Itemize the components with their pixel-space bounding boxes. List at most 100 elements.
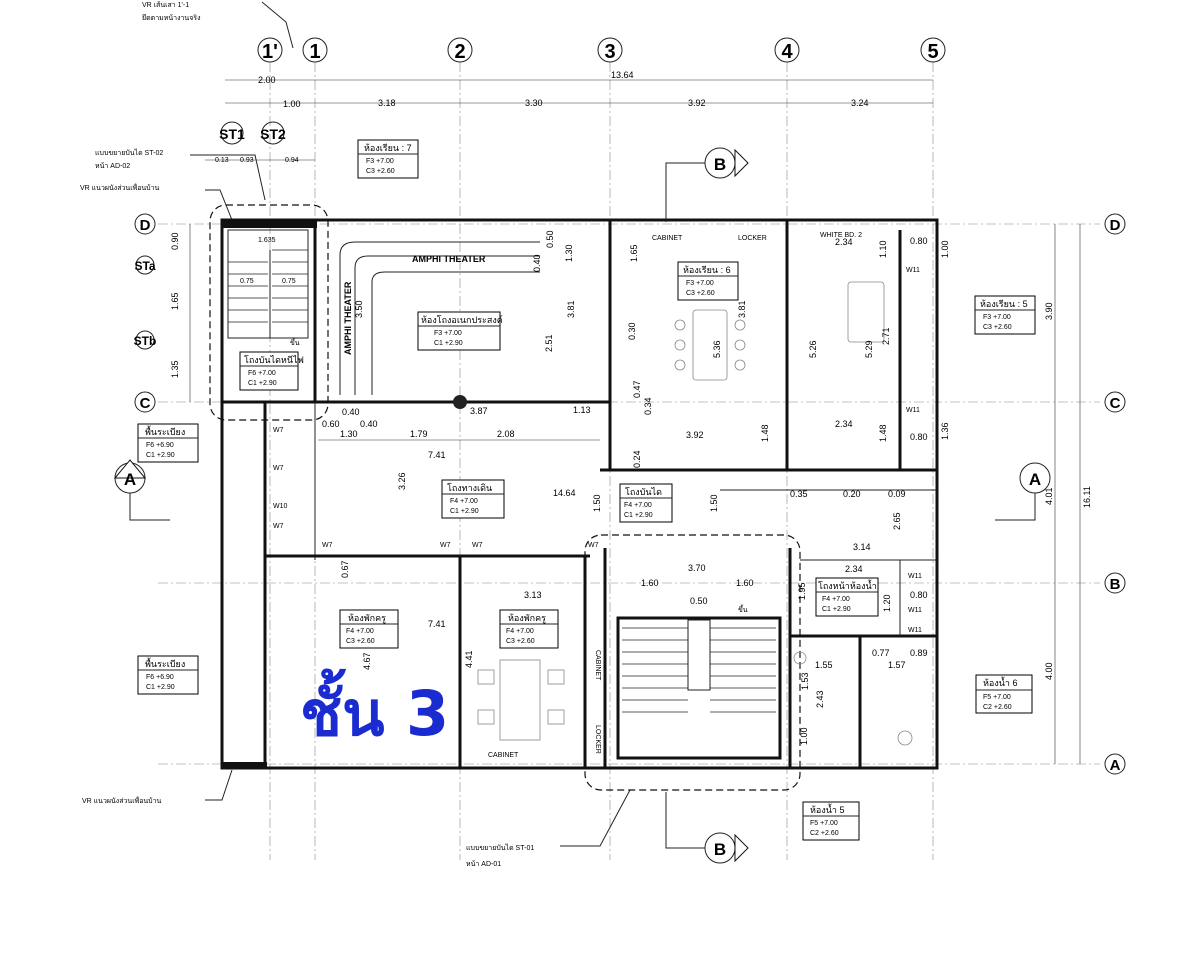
grid-bubble-1prime: 1' <box>257 37 283 63</box>
stair-tag-st2: ST2 <box>260 121 286 145</box>
svg-text:หน้า AD-02: หน้า AD-02 <box>95 162 130 170</box>
svg-text:ST1: ST1 <box>219 126 245 142</box>
svg-text:1.79: 1.79 <box>410 429 428 439</box>
svg-text:C1 +2.90: C1 +2.90 <box>434 340 463 347</box>
interior-dimensions: 3.50 0.40 0.60 1.30 0.40 3.87 1.79 2.08 … <box>318 230 950 745</box>
room-tag-restroom-5: ห้องน้ำ 5 F5 +7.00 C2 +2.60 <box>802 801 860 841</box>
svg-text:D: D <box>1110 217 1121 234</box>
grid-bubble-D-left: D <box>134 213 156 235</box>
grid-bubbles-rows: D C D C B A <box>134 213 1126 775</box>
svg-text:D: D <box>140 217 151 234</box>
svg-text:14.64: 14.64 <box>553 488 576 498</box>
svg-text:0.60: 0.60 <box>322 419 340 429</box>
section-mark-A-right: A <box>995 462 1051 521</box>
grid-bubbles-top: 1' 1 2 3 4 5 <box>257 37 946 63</box>
svg-text:AMPHI THEATER: AMPHI THEATER <box>343 281 353 355</box>
svg-text:1.48: 1.48 <box>760 424 770 442</box>
section-mark-A-left: A <box>113 459 170 521</box>
svg-text:2.34: 2.34 <box>835 419 853 429</box>
svg-text:W11: W11 <box>906 267 920 274</box>
svg-text:1.36: 1.36 <box>940 422 950 440</box>
svg-text:3.18: 3.18 <box>378 98 396 108</box>
svg-text:1.30: 1.30 <box>564 244 574 262</box>
svg-text:0.80: 0.80 <box>910 590 928 600</box>
svg-text:C1 +2.90: C1 +2.90 <box>450 508 479 515</box>
svg-text:1.57: 1.57 <box>888 660 906 670</box>
top-note-line2: ยึดตามหน้างานจริง <box>142 13 200 22</box>
stair-tag-st1: ST1 <box>219 121 245 145</box>
svg-text:0.20: 0.20 <box>843 489 861 499</box>
svg-text:W11: W11 <box>906 407 920 414</box>
svg-text:0.90: 0.90 <box>170 232 180 250</box>
grid-bubble-3: 3 <box>597 37 623 63</box>
svg-text:1.95: 1.95 <box>797 582 807 600</box>
svg-text:ห้องเรียน : 7: ห้องเรียน : 7 <box>364 143 412 153</box>
svg-text:C1 +2.90: C1 +2.90 <box>248 380 277 387</box>
svg-text:1.00: 1.00 <box>940 240 950 258</box>
stair-tag-stb: STb <box>134 330 156 350</box>
window-tags: W7 W7 W10 W7 W7 W7 W7 W7 W11 W11 W11 W11… <box>273 267 922 634</box>
fixture-labels: CABINET LOCKER WHITE BD. 2 CABINET LOCKE… <box>488 232 862 759</box>
svg-text:C: C <box>1110 395 1121 412</box>
svg-text:4.00: 4.00 <box>1044 662 1054 680</box>
svg-text:พื้นระเบียง: พื้นระเบียง <box>145 657 185 669</box>
furniture <box>477 281 913 746</box>
svg-text:F5 +7.00: F5 +7.00 <box>810 820 838 827</box>
svg-text:3.70: 3.70 <box>688 563 706 573</box>
svg-text:C2 +2.60: C2 +2.60 <box>983 704 1012 711</box>
svg-text:ห้องโถงอเนกประสงค์: ห้องโถงอเนกประสงค์ <box>421 314 503 325</box>
top-dimensions: 13.64 2.00 1.00 3.18 3.30 3.92 3.24 0.13… <box>205 70 933 164</box>
left-dimensions: 0.90 1.65 1.35 <box>170 224 191 402</box>
svg-text:1: 1 <box>309 41 320 63</box>
svg-text:W11: W11 <box>908 573 922 580</box>
svg-text:โถงบันได: โถงบันได <box>625 487 662 497</box>
svg-text:1.50: 1.50 <box>709 494 719 512</box>
svg-text:A: A <box>124 470 136 489</box>
svg-text:ขึ้น: ขึ้น <box>738 603 748 614</box>
svg-text:1.53: 1.53 <box>800 672 810 690</box>
svg-text:W11: W11 <box>908 627 922 634</box>
svg-text:C2 +2.60: C2 +2.60 <box>810 830 839 837</box>
svg-text:C3 +2.60: C3 +2.60 <box>506 638 535 645</box>
svg-text:0.40: 0.40 <box>342 407 360 417</box>
svg-text:CABINET: CABINET <box>652 235 683 242</box>
svg-text:0.24: 0.24 <box>632 450 642 468</box>
svg-text:W7: W7 <box>322 542 333 549</box>
svg-text:ห้องพักครู: ห้องพักครู <box>348 613 386 624</box>
svg-text:0.40: 0.40 <box>360 419 378 429</box>
svg-text:โถงบันไดหนีไฟ: โถงบันไดหนีไฟ <box>244 355 304 365</box>
svg-text:W7: W7 <box>273 523 284 530</box>
stair-enclosures <box>209 204 801 791</box>
svg-text:ห้องเรียน : 5: ห้องเรียน : 5 <box>980 299 1028 309</box>
svg-text:C3 +2.60: C3 +2.60 <box>346 638 375 645</box>
svg-text:B: B <box>1110 576 1121 593</box>
svg-text:4.41: 4.41 <box>464 650 474 668</box>
grid-bubble-A-right: A <box>1104 753 1126 775</box>
svg-text:2.34: 2.34 <box>845 564 863 574</box>
svg-text:1.635: 1.635 <box>258 237 276 244</box>
svg-text:F3 +7.00: F3 +7.00 <box>434 330 462 337</box>
svg-text:แบบขยายบันได ST-01: แบบขยายบันได ST-01 <box>466 843 534 852</box>
svg-text:A: A <box>1110 757 1121 774</box>
svg-text:ห้องน้ำ 5: ห้องน้ำ 5 <box>810 803 844 815</box>
svg-text:0.75: 0.75 <box>240 278 254 285</box>
dim-right-total: 16.11 <box>1082 486 1092 508</box>
svg-text:B: B <box>714 840 726 859</box>
svg-text:ST2: ST2 <box>260 126 286 142</box>
top-note: VR เส้นเสา 1'-1 ยึดตามหน้างานจริง <box>142 1 294 49</box>
svg-text:C: C <box>140 395 151 412</box>
svg-text:W10: W10 <box>273 503 288 510</box>
svg-text:W11: W11 <box>908 607 922 614</box>
svg-text:C3 +2.60: C3 +2.60 <box>686 290 715 297</box>
svg-text:2.51: 2.51 <box>544 334 554 352</box>
svg-text:0.35: 0.35 <box>790 489 808 499</box>
svg-text:F4 +7.00: F4 +7.00 <box>450 498 478 505</box>
svg-text:C1 +2.90: C1 +2.90 <box>624 512 653 519</box>
stair-st01: ขึ้น <box>616 603 782 760</box>
